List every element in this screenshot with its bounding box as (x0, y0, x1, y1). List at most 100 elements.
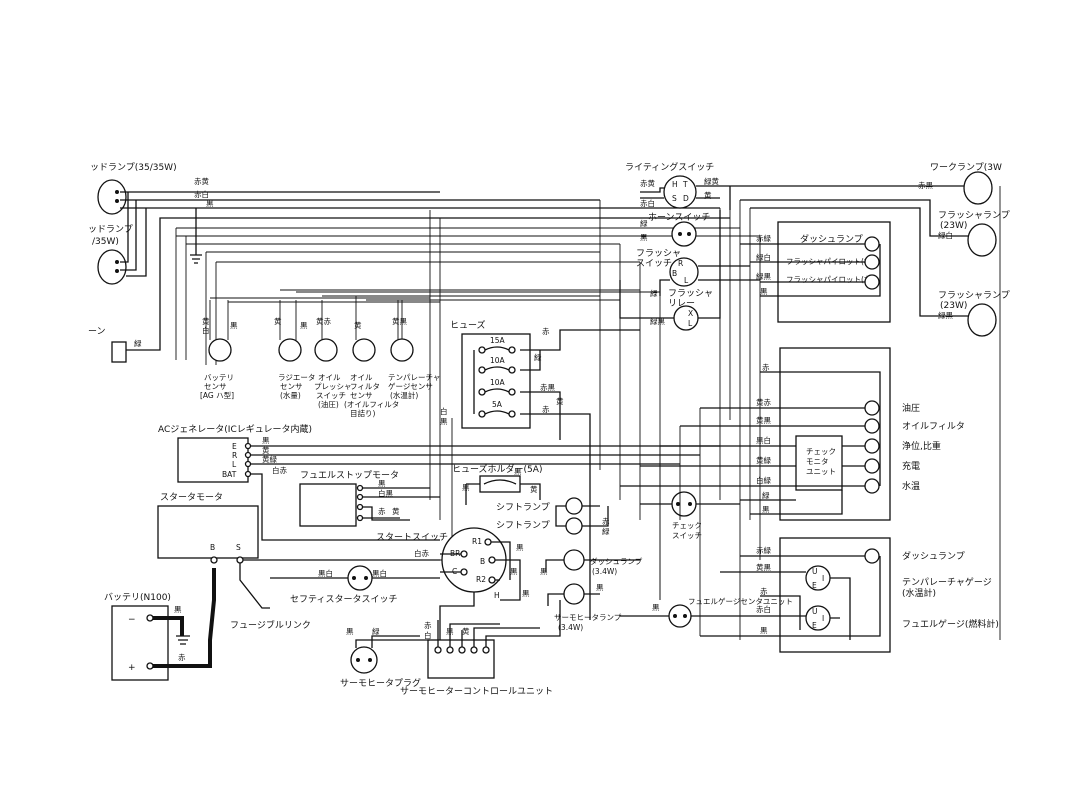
horn-switch-label: ホーンスイッチ (648, 212, 710, 223)
wire-label-gp-aka: 赤 (760, 587, 768, 596)
wire-label-thl-kuro: 黒 (596, 583, 604, 592)
flasher-pilot-left-label: フラッシャパイロット(左) (786, 274, 874, 284)
wire-label-gen-ki-midori: 黄緑 (262, 454, 277, 464)
wire-label-shift-midori: 緑 (602, 526, 610, 536)
start-terminal-r2: R2 (476, 575, 486, 584)
flasher-terminal-r: R (678, 259, 683, 268)
wire-label-gp-aka-shiro: 赤白 (756, 604, 771, 614)
start-switch-label: スタートスイッチ (376, 532, 448, 543)
wire-label-s2-kuro: 黒 (300, 321, 308, 330)
safety-starter-label: セフティスタータスイッチ (290, 594, 397, 605)
battery (111, 605, 169, 681)
flasher-lamp-bottom (967, 303, 997, 337)
ac-generator (177, 437, 249, 483)
headlamp-bottom-label-b: /35W) (92, 237, 119, 247)
flasher-pilot-right (864, 254, 880, 270)
lighting-terminal-t: T (682, 180, 688, 189)
fuse-5a: 5A (478, 400, 516, 418)
wire-label-fuse-ki: 黄 (556, 396, 564, 406)
wire-label-fl-top-midori-shiro: 緑白 (938, 230, 953, 240)
flasher-lamp-top (967, 223, 997, 257)
wire-label-thc-aka: 赤 (424, 621, 432, 630)
check-monitor-label-3: ユニット (806, 467, 836, 476)
lighting-terminal-s: S (672, 194, 677, 203)
thermo-heater-lamp-label-a: サーモヒータランプ (554, 613, 622, 622)
headlamp-top-label: ッドランプ(35/35W) (90, 162, 177, 173)
wire-label-fsm-shiro-kuro: 白黒 (378, 488, 393, 498)
filter-ratio-lamp (864, 438, 880, 454)
wire-label-gp-kuro: 黒 (760, 626, 768, 635)
work-lamp-label: ワークランプ(3W (930, 162, 1002, 173)
gauge-bottom-u: U (812, 607, 818, 616)
wire-label-ls-ki: 黄 (704, 190, 712, 200)
dash-lamp-mid (563, 549, 585, 571)
fuel-gauge (805, 605, 831, 631)
start-terminal-r1: R1 (472, 537, 482, 546)
headlamp-top (97, 179, 127, 215)
fuse-holder-label: ヒューズホルダー(5A) (452, 463, 542, 475)
relay-terminal-l: L (688, 319, 693, 328)
oil-filter-label-3: センサ (350, 391, 373, 400)
oil-filter-label-1: オイル (350, 373, 373, 382)
oil-filter-label-2: フィルタ (350, 382, 380, 391)
wire-label-relay-midori-kuro: 緑黒 (650, 316, 665, 326)
wire-label-cm-kuro: 黒 (762, 505, 770, 514)
dash-lamp-top-label: ダッシュランプ (800, 233, 863, 245)
lighting-switch[interactable] (663, 175, 697, 209)
temp-gauge-sensor (390, 338, 414, 362)
wire-label-gen-kuro: 黒 (262, 436, 270, 445)
fuse-10a-2: 10A (478, 378, 516, 396)
fuse-box (461, 333, 531, 429)
shift-lamp-2-label: シフトランプ (496, 520, 550, 531)
wire-label-ss-kuro-2: 黒 (510, 567, 518, 576)
wire-label-gen-ki: 黄 (262, 445, 270, 455)
wire-label-fh-ki: 黄 (530, 484, 538, 494)
wire-label-cm-ki-shiro: 白緑 (756, 475, 771, 485)
horn (111, 341, 127, 363)
flasher-lamp-top-label-b: (23W) (940, 221, 967, 231)
wire-label-s1-kuro: 黒 (230, 321, 238, 330)
lighting-terminal-h: H (672, 180, 678, 189)
flasher-terminal-l: L (684, 276, 689, 285)
wire-label-safety-kuro-shiro-2: 黒白 (372, 568, 387, 578)
wire-label-fg-kuro: 黒 (652, 603, 660, 612)
safety-starter-switch[interactable] (347, 565, 373, 591)
wire-label-fh-kuro: 黒 (462, 483, 470, 492)
battery-label: バッテリ(N100) (104, 592, 171, 603)
headlamp-bottom (97, 249, 127, 285)
wire-label-s4-ki: 黄 (354, 320, 362, 330)
horn-switch[interactable] (671, 221, 697, 247)
oil-pressure-label-4: (油圧) (318, 399, 339, 409)
battery-sensor-label-2: センサ (204, 382, 227, 391)
wire-label-ls-aka-ki: 赤黄 (640, 178, 655, 188)
radiator-sensor (278, 338, 302, 362)
wire-label-th-midori: 緑 (372, 626, 380, 636)
flasher-switch[interactable] (669, 257, 699, 287)
starter-terminal-s: S (236, 543, 241, 552)
gen-terminal-r: R (232, 451, 237, 460)
thermo-heater-lamp (563, 583, 585, 605)
check-switch[interactable] (671, 491, 697, 517)
oil-pressure-label-3: スイッチ (316, 391, 346, 400)
wire-label-aka-shiro: 赤白 (194, 189, 209, 199)
wire-label-fsm-ki: 黄 (392, 506, 400, 516)
wire-label-dashmid-kuro: 黒 (540, 567, 548, 576)
wire-label-bat-kuro: 黒 (174, 605, 182, 614)
flasher-relay-label-a: フラッシャ (668, 288, 713, 299)
wire-label-bat-aka: 赤 (178, 653, 186, 662)
wire-label-ss-kuro: 黒 (516, 543, 524, 552)
flasher-pilot-left (864, 274, 880, 290)
wire-label-thc-shiro: 白 (424, 630, 432, 640)
filter-ratio-label: 浄位,比重 (902, 440, 941, 452)
charge-label: 充電 (902, 460, 920, 472)
water-temp-lamp (864, 478, 880, 494)
battery-minus: − (128, 615, 136, 625)
oil-filter-label: オイルフィルタ (902, 421, 965, 432)
flasher-lamp-bottom-label-b: (23W) (940, 301, 967, 311)
fuel-stop-motor-label: フュエルストップモータ (300, 470, 399, 481)
fuel-stop-motor (299, 483, 357, 527)
thermo-heater-plug-label: サーモヒータプラグ (340, 677, 421, 689)
dash-panel-top (777, 221, 891, 323)
temp-sensor-label-2: ゲージセンサ (388, 382, 433, 391)
